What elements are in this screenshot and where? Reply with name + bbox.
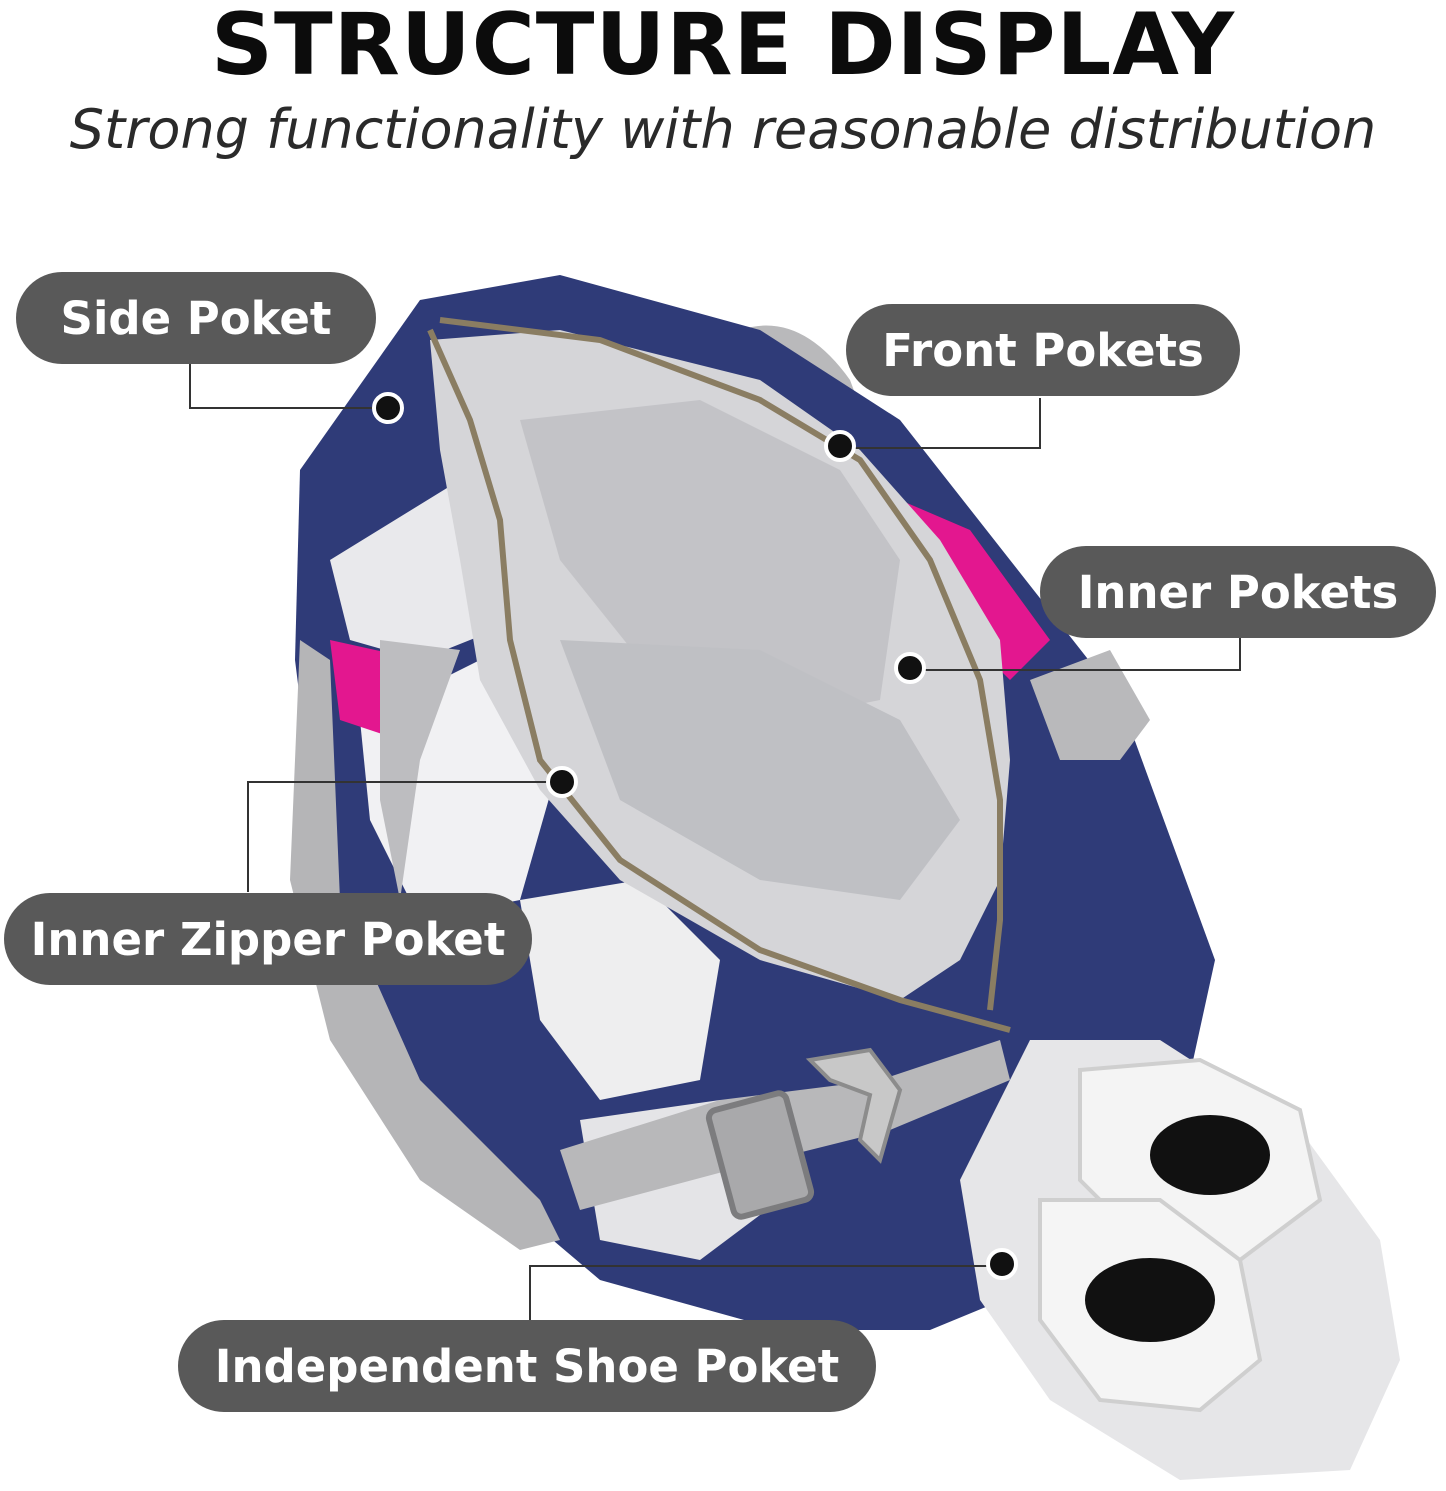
zipper-line: [427, 328, 1011, 1033]
shoe-opening: [1150, 1115, 1270, 1195]
white-panel: [520, 880, 720, 1100]
page-title: STRUCTURE DISPLAY: [211, 0, 1235, 95]
side-pocket-label: Side Poket: [16, 272, 376, 364]
handle-strap: [1030, 650, 1150, 760]
shoe-opening: [1085, 1258, 1215, 1342]
shoe-pocket-label: Independent Shoe Poket: [178, 1320, 876, 1412]
metal-clip: [805, 1047, 903, 1164]
zipper-line: [439, 317, 1003, 1011]
inner-pocket: [560, 640, 960, 900]
page-subtitle: Strong functionality with reasonable dis…: [69, 98, 1377, 161]
front-pockets-label: Front Pokets: [846, 304, 1240, 396]
inner-fold: [520, 400, 900, 720]
strap-buckle: [705, 1090, 815, 1220]
inner-pockets-label: Inner Pokets: [1040, 546, 1436, 638]
inner-zipper-pocket-label: Inner Zipper Poket: [4, 893, 532, 985]
